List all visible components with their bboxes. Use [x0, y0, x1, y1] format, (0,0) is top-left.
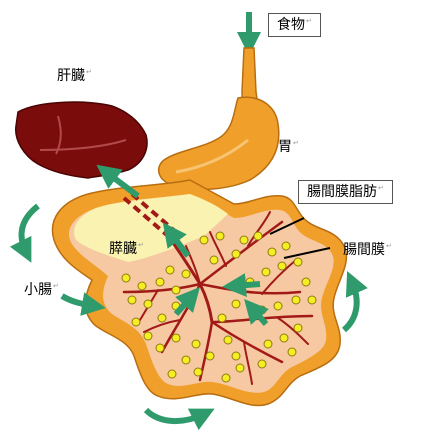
- mesenteric-fat-text: 腸間膜脂肪: [307, 184, 377, 200]
- stomach-label: 胃↵: [278, 140, 299, 154]
- liver-text: 肝臓: [57, 68, 85, 84]
- return-mark: ↵: [306, 17, 312, 25]
- pancreas-text: 膵臓: [109, 241, 137, 257]
- food-text: 食物: [277, 17, 305, 33]
- return-mark: ↵: [53, 282, 59, 290]
- return-mark: ↵: [86, 68, 92, 76]
- food-label: 食物↵: [268, 13, 321, 37]
- small-intestine-text: 小腸: [24, 282, 52, 298]
- mesentery-label: 腸間膜↵: [343, 243, 392, 257]
- stomach-text: 胃: [278, 139, 292, 155]
- return-mark: ↵: [293, 139, 299, 147]
- return-mark: ↵: [138, 241, 144, 249]
- liver-label: 肝臓↵: [57, 69, 92, 83]
- liver-shape: [16, 102, 147, 178]
- small-intestine-label: 小腸↵: [24, 283, 59, 297]
- return-mark: ↵: [378, 184, 384, 192]
- pancreas-label: 膵臓↵: [109, 242, 144, 256]
- return-mark: ↵: [386, 242, 392, 250]
- mesentery-text: 腸間膜: [343, 242, 385, 258]
- stomach-shape: [159, 97, 279, 189]
- mesenteric-fat-label: 腸間膜脂肪↵: [298, 180, 393, 204]
